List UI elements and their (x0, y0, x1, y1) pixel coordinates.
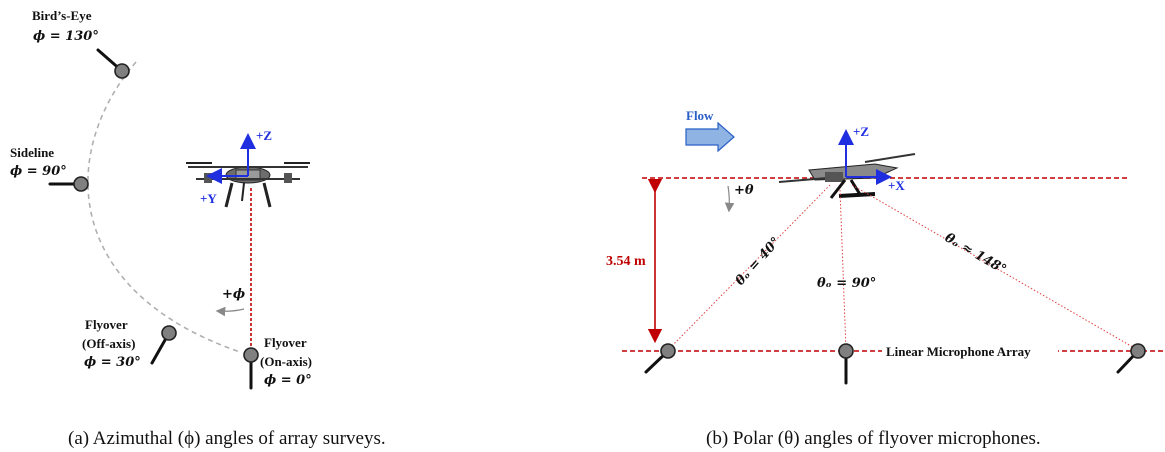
sideline-name: Sideline (10, 145, 54, 160)
theta-arrow (724, 185, 735, 213)
z-axis-label-b: +Z (853, 124, 869, 139)
height-label: 3.54 m (606, 254, 646, 269)
z-axis-label: +Z (256, 128, 272, 143)
panel-b: Flow +Z +X +𝜽 3.54 m 𝜽ₒ = 40° (606, 108, 1165, 449)
phi-rotation-label: +𝝓 (222, 287, 245, 302)
mic-sideline: Sideline 𝝓 = 90° (10, 145, 89, 192)
birdseye-angle: 𝝓 = 130° (33, 29, 99, 44)
offaxis-line1: Flyover (85, 317, 128, 332)
panel-a: +Z +Y +𝝓 Bird’s-Eye 𝝓 = 130° Sideline 𝝓 … (10, 8, 386, 449)
mic-center (838, 343, 854, 385)
ray-right (851, 184, 1139, 351)
onaxis-angle: 𝝓 = 0° (264, 373, 312, 388)
mic-left (644, 343, 676, 374)
flow-label: Flow (686, 108, 714, 123)
phi-rotation-arrow (215, 306, 245, 317)
onaxis-line1: Flyover (264, 335, 307, 350)
flow-arrow-icon (685, 121, 735, 153)
ray-center (839, 189, 847, 351)
sideline-angle: 𝝓 = 90° (10, 164, 67, 179)
mic-birdseye: Bird’s-Eye 𝝓 = 130° (32, 8, 130, 79)
y-axis-label: +Y (200, 191, 217, 206)
offaxis-line2: (Off-axis) (82, 336, 135, 351)
array-label: Linear Microphone Array (886, 344, 1031, 359)
ray-left (667, 184, 831, 351)
caption-b: (b) Polar (θ) angles of flyover micropho… (706, 428, 1041, 449)
azimuth-arc (87, 61, 241, 353)
theta-label: +𝜽 (734, 183, 754, 198)
angle-center-label: 𝜽ₒ = 90° (817, 276, 876, 291)
mic-right (1116, 343, 1146, 374)
caption-a: (a) Azimuthal (ϕ) angles of array survey… (68, 428, 386, 449)
angle-right-label: 𝜽ₒ ≈ 148° (942, 230, 1009, 277)
birdseye-name: Bird’s-Eye (32, 8, 92, 23)
x-axis-label-b: +X (888, 178, 905, 193)
angle-left-label: 𝜽ₒ = 40° (733, 235, 784, 289)
onaxis-line2: (On-axis) (260, 354, 312, 369)
mic-flyover-onaxis: Flyover (On-axis) 𝝓 = 0° (243, 335, 312, 390)
mic-flyover-offaxis: Flyover (Off-axis) 𝝓 = 30° (82, 317, 177, 370)
offaxis-angle: 𝝓 = 30° (84, 355, 141, 370)
